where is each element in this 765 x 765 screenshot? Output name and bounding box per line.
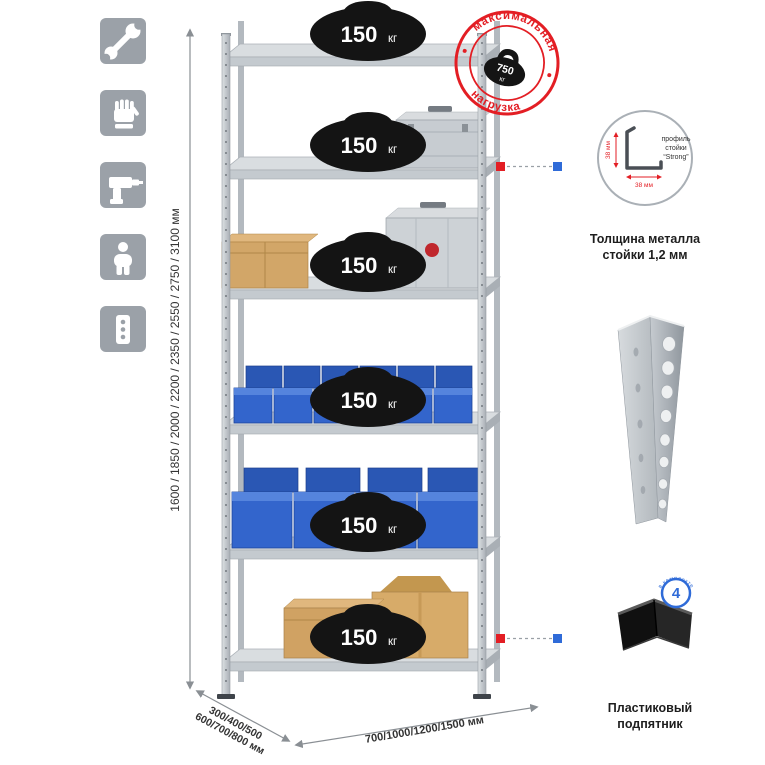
- wrench-icon: [101, 20, 144, 63]
- load-value: 150: [341, 625, 378, 650]
- cardboard-box: [221, 233, 319, 289]
- load-badge: 150 кг: [310, 1, 426, 61]
- load-badge: 150 кг: [310, 492, 426, 552]
- profile-caption-line2: стойки 1,2 мм: [603, 248, 688, 262]
- gloves-icon: [114, 99, 139, 129]
- sidebar-icon-gloves: [100, 90, 146, 136]
- profile-drawing: [625, 126, 663, 170]
- load-badge: 150 кг: [310, 232, 426, 292]
- load-value: 150: [341, 253, 378, 278]
- stamp-kettlebell: 750 кг: [483, 49, 526, 87]
- load-unit: кг: [388, 524, 397, 536]
- profile-detail: 38 мм 38 мм профиль стойки “Strong”: [597, 110, 693, 206]
- included-badge: в комплекте 4: [657, 576, 694, 609]
- load-unit: кг: [388, 264, 397, 276]
- load-value: 150: [341, 388, 378, 413]
- stamp-value: 750: [495, 62, 515, 78]
- depth-dimension: 300/400/500 600/700/800 мм: [193, 690, 291, 757]
- perforated-post-icon: [116, 315, 130, 344]
- width-dimension: 700/1000/1200/1500 мм: [294, 703, 539, 749]
- foot-caption-line2: подпятник: [617, 717, 683, 731]
- width-dimension-label: 700/1000/1200/1500 мм: [364, 714, 485, 746]
- profile-label-2: стойки: [665, 144, 686, 152]
- profile-label-3: “Strong”: [663, 154, 689, 161]
- included-badge-value: 4: [672, 585, 681, 602]
- sidebar-icon-perforated-post: [100, 306, 146, 352]
- foot-caption-line1: Пластиковый: [608, 701, 692, 715]
- stamp-unit: кг: [499, 76, 507, 84]
- plastic-foot-image: [617, 598, 693, 651]
- profile-dim-horizontal: 38 мм: [635, 182, 654, 189]
- load-badge: 150 кг: [310, 604, 426, 664]
- person-icon: [114, 242, 132, 275]
- load-value: 150: [341, 513, 378, 538]
- load-unit: кг: [388, 399, 397, 411]
- profile-caption-line1: Толщина металла: [590, 232, 701, 246]
- profile-label-1: профиль: [662, 136, 691, 143]
- callout-connector-profile: [496, 162, 562, 171]
- sidebar-icon-drill: [100, 162, 146, 208]
- load-unit: кг: [388, 636, 397, 648]
- sidebar-icon-wrench: [100, 18, 146, 64]
- load-unit: кг: [388, 144, 397, 156]
- height-dimension: 1600 / 1850 / 2000 / 2200 / 2350 / 2550 …: [168, 28, 195, 690]
- load-unit: кг: [388, 33, 397, 45]
- height-dimension-label: 1600 / 1850 / 2000 / 2200 / 2350 / 2550 …: [168, 208, 182, 511]
- profile-dim-vertical: 38 мм: [605, 140, 612, 159]
- load-value: 150: [341, 133, 378, 158]
- load-badge: 150 кг: [310, 367, 426, 427]
- drill-icon: [109, 177, 143, 204]
- callout-connector-foot: [496, 634, 562, 643]
- sidebar-icon-person: [100, 234, 146, 280]
- angle-post-image: [617, 314, 685, 525]
- load-value: 150: [341, 22, 378, 47]
- load-badge: 150 кг: [310, 112, 426, 172]
